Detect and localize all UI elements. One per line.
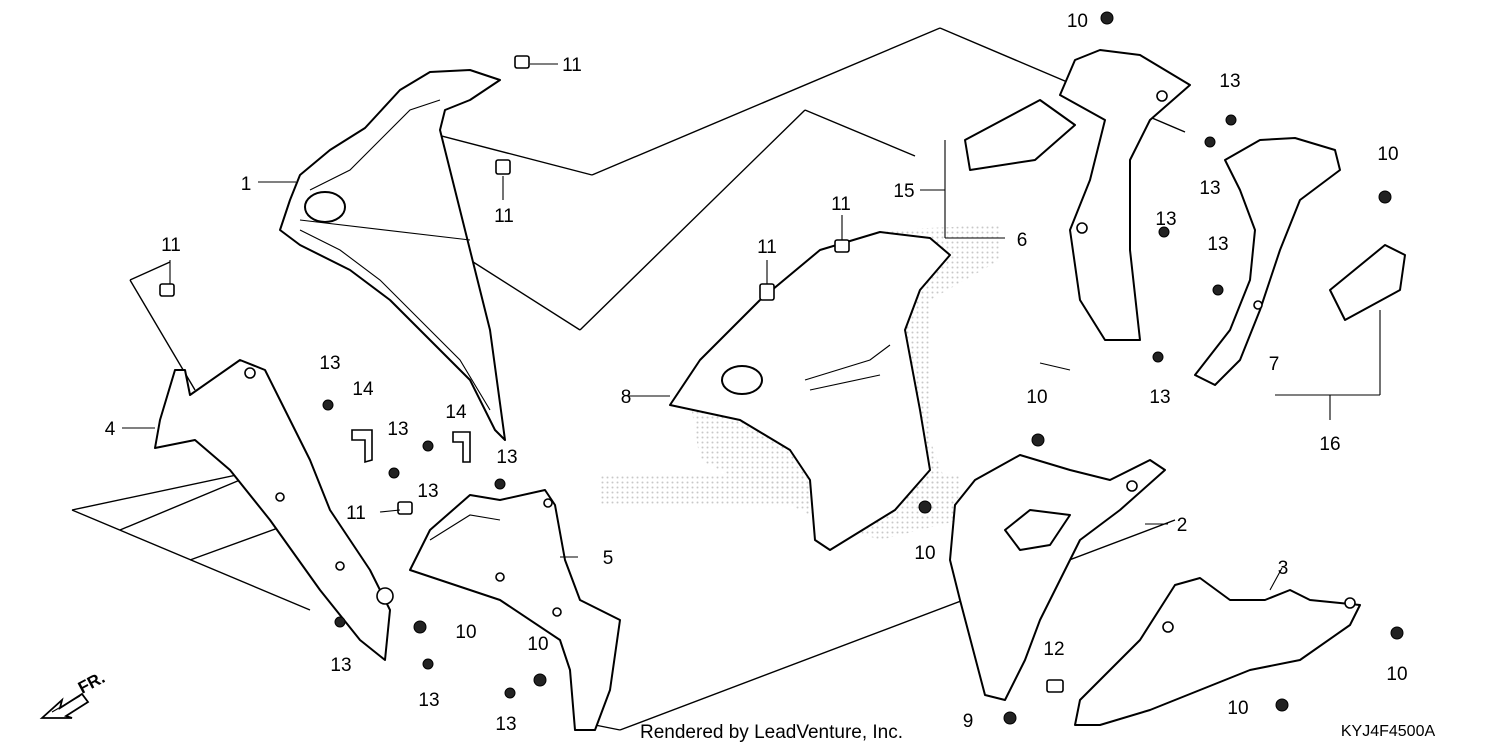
callout-14: 14	[352, 379, 374, 400]
callout-1: 1	[241, 174, 252, 195]
front-direction-label: FR.	[75, 668, 108, 698]
callout-12: 12	[1043, 639, 1064, 660]
callout-10: 10	[914, 543, 935, 564]
callout-10: 10	[1377, 144, 1398, 165]
callout-10: 10	[1026, 387, 1047, 408]
part-2-under-cowl	[949, 454, 1166, 701]
callout-14: 14	[445, 402, 467, 423]
callout-11: 11	[161, 235, 181, 256]
callout-8: 8	[621, 387, 632, 408]
callout-13: 13	[496, 447, 517, 468]
callout-11: 11	[494, 206, 514, 227]
callout-11: 11	[562, 55, 582, 76]
callout-10: 10	[1067, 11, 1088, 32]
callout-13: 13	[319, 353, 340, 374]
bracket-hardware	[351, 429, 471, 464]
callout-13: 13	[1207, 234, 1228, 255]
callout-13: 13	[1149, 387, 1170, 408]
callout-10: 10	[1386, 664, 1407, 685]
callout-15: 15	[893, 181, 914, 202]
callout-13: 13	[1199, 178, 1220, 199]
diagram-code: KYJ4F4500A	[1341, 723, 1436, 740]
callout-11: 11	[831, 194, 851, 215]
callout-16: 16	[1319, 434, 1340, 455]
callout-10: 10	[1227, 698, 1248, 719]
callout-13: 13	[495, 714, 516, 735]
callout-5: 5	[603, 548, 614, 569]
part-4-side-panel	[154, 359, 394, 661]
callout-labels: 1 2 3 4 5 6 7 8 9 10 10 10 10 10 10 10 1…	[105, 11, 1408, 735]
bolt-hardware	[322, 11, 1404, 725]
part-7-lower-cover	[1194, 137, 1341, 386]
callout-7: 7	[1269, 354, 1280, 375]
callout-10: 10	[455, 622, 476, 643]
part-5-lower-panel	[409, 489, 621, 731]
callout-13: 13	[1219, 71, 1240, 92]
callout-13: 13	[1155, 209, 1176, 230]
callout-9: 9	[963, 711, 974, 732]
clip-hardware	[159, 55, 1064, 693]
callout-11: 11	[346, 503, 366, 524]
callout-11: 11	[757, 237, 777, 258]
decal-15	[964, 99, 1076, 171]
callout-13: 13	[417, 481, 438, 502]
callout-13: 13	[387, 419, 408, 440]
callout-13: 13	[330, 655, 351, 676]
callout-13: 13	[418, 690, 439, 711]
front-direction-arrow: FR.	[39, 668, 108, 719]
callout-2: 2	[1177, 515, 1188, 536]
callout-leaders	[122, 63, 1381, 591]
part-8-side-fairing	[669, 231, 951, 551]
callout-6: 6	[1017, 230, 1028, 251]
part-6-upper-cover	[1059, 49, 1191, 341]
decal-16	[1329, 244, 1406, 321]
callout-10: 10	[527, 634, 548, 655]
callout-3: 3	[1278, 558, 1289, 579]
part-1-inner-cowl	[279, 69, 506, 441]
rendered-by-credit: Rendered by LeadVenture, Inc.	[640, 722, 903, 743]
callout-4: 4	[105, 419, 116, 440]
part-3-lower-cowl	[1074, 577, 1361, 726]
